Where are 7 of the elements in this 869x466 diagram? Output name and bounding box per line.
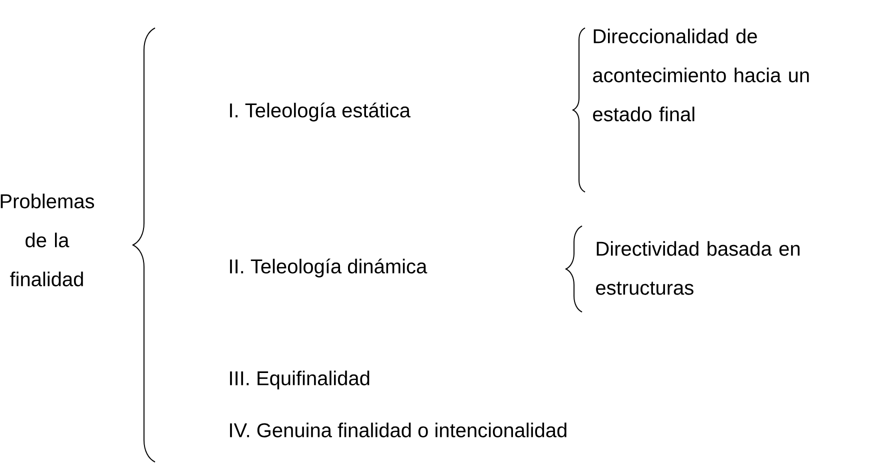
label-text: Direccionalidad de acontecimiento hacia un estado final [593, 28, 809, 122]
label-text: III. Equifinalidad [230, 370, 370, 390]
label-text: II. Teleología dinámica [230, 258, 428, 278]
label-text: Problemas de la finalidad [0, 194, 94, 286]
label-text: IV. Genuina finalidad o intencionalidad [230, 422, 566, 438]
label-text: Directividad basada en estructuras [596, 241, 800, 295]
label-text: I. Teleología estática [230, 102, 410, 122]
